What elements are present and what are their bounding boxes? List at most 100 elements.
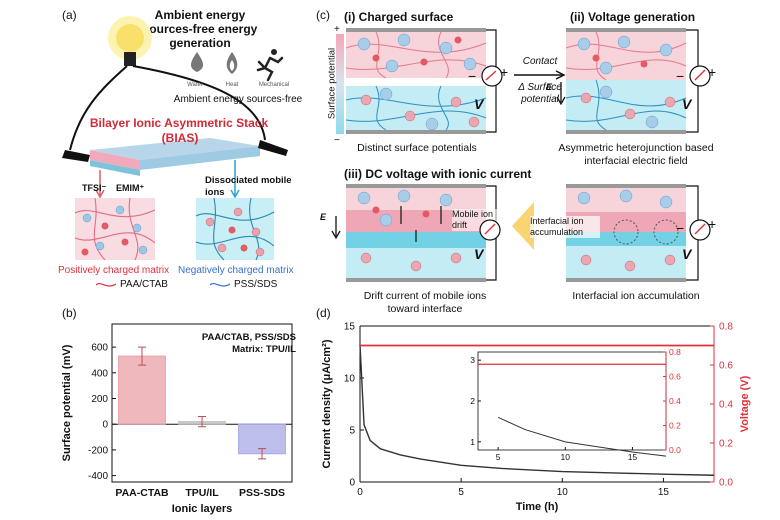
inset-y2-tick-label: 0.0	[669, 445, 681, 455]
caption-i: Distinct surface potentials	[357, 142, 477, 154]
inset-x-tick-label: 5	[496, 452, 501, 462]
inset-current-line	[497, 416, 667, 457]
y-axis-label: Surface potential (mV)	[61, 344, 73, 461]
bar-minus: −	[334, 135, 340, 146]
bias-title: Bilayer Ionic Asymmetric Stack	[89, 116, 269, 130]
stack-top	[90, 138, 260, 160]
meter-iii-v: V	[474, 246, 484, 262]
inset-y2-tick-label: 0.2	[669, 421, 681, 431]
contact-arrow	[514, 70, 566, 80]
y2-tick-label: 0.6	[719, 361, 733, 372]
efield-iii-arrow	[331, 216, 341, 240]
meter-i-plus: +	[500, 64, 509, 80]
efield-ii-arrow	[556, 82, 566, 106]
inset-frame	[477, 351, 667, 451]
x-tick-label: TPU/IL	[185, 487, 219, 499]
panel-d-label: (d)	[316, 306, 331, 320]
panel-c-label: (c)	[316, 8, 330, 22]
stack-pink-side	[90, 150, 140, 170]
efield-ii-label: E	[546, 82, 553, 92]
y-tick-label: 200	[91, 394, 108, 405]
x-tick-label: 0	[357, 487, 363, 498]
efield-iii-label: E	[320, 212, 327, 222]
stack-blue-layer	[90, 160, 140, 176]
y-tick-label: -400	[88, 471, 108, 482]
y-tick-label: 600	[91, 343, 108, 354]
panel-a-label: (a)	[62, 8, 77, 22]
stack-blue-side	[140, 146, 260, 170]
title-iii: (iii) DC voltage with ionic current	[344, 167, 532, 181]
y-tick-label: 400	[91, 368, 108, 379]
inset-y2-tick-label: 0.4	[669, 396, 681, 406]
title-i: (i) Charged surface	[344, 10, 454, 24]
inset-y-tick-label: 3	[470, 355, 475, 365]
voltmeter-i-icon	[481, 65, 503, 87]
scene-ii	[566, 28, 699, 134]
y2-tick-label: 0.4	[719, 400, 733, 411]
scene-iv	[566, 184, 699, 282]
y-tick-label: 15	[344, 322, 356, 333]
neg-legend-label: PSS/SDS	[234, 279, 278, 290]
panel-b-note2: Matrix: TPU/IL	[232, 344, 296, 355]
positive-matrix-box	[75, 198, 155, 260]
panel-b-label: (b)	[62, 306, 77, 320]
y2-tick-label: 0.8	[719, 322, 733, 333]
x-tick-label: 15	[658, 487, 670, 498]
voltmeter-iv-icon	[689, 219, 711, 241]
negative-matrix-label: Negatively charged matrix	[178, 265, 294, 276]
ion-emim-label: EMIM⁺	[116, 183, 145, 193]
surface-potential-label: Surface potential	[326, 47, 338, 120]
y-tick-label: -200	[88, 445, 108, 456]
dissociated-label: Dissociated mobile ions	[205, 175, 292, 198]
y-axis-label: Current density (μA/cm²)	[321, 339, 333, 468]
y-tick-label: 5	[349, 426, 355, 437]
icon-label-mechanical: Mechanical	[258, 82, 290, 88]
voltmeter-iii-icon	[479, 219, 501, 241]
y-tick-label: 0	[349, 478, 355, 489]
lamp-glow-icon	[512, 202, 534, 250]
meter-ii-minus: −	[676, 68, 685, 84]
delta-sp-label: Δ Surface potential	[518, 82, 562, 105]
water-drop-icon	[190, 52, 204, 72]
y-tick-label: 10	[344, 374, 356, 385]
caption-ii: Asymmetric heterojunction based interfac…	[558, 142, 714, 167]
x-tick-label: PAA-CTAB	[115, 487, 169, 499]
x-tick-label: 5	[458, 487, 464, 498]
panel-a-title: Ambient energy sources-free energy gener…	[142, 8, 258, 50]
meter-i-minus: −	[468, 68, 477, 84]
voltmeter-ii-icon	[689, 65, 711, 87]
y2-tick-label: 0.0	[719, 478, 733, 489]
panel-b-notes: PAA/CTAB, PSS/SDS Matrix: TPU/IL	[186, 332, 296, 356]
caption-iv: Interfacial ion accumulation	[572, 290, 700, 302]
icon-label-heat: Heat	[225, 82, 239, 88]
inset-x-tick-label: 15	[628, 452, 638, 462]
positive-matrix-label: Positively charged matrix	[58, 265, 170, 276]
meter-i-v: V	[474, 96, 484, 112]
bias-abbr: (BIAS)	[161, 131, 199, 145]
wire-left	[69, 65, 128, 151]
meter-iv-plus: +	[708, 216, 717, 232]
right-clip-icon	[258, 140, 288, 156]
ion-tfsi-label: TFSI⁻	[82, 183, 107, 193]
inset-y2-tick-label: 0.8	[669, 347, 681, 357]
surface-potential-bar	[336, 34, 344, 134]
wire-right	[132, 65, 266, 141]
inset-y-tick-label: 1	[470, 437, 475, 447]
caption-iii: Drift current of mobile ions toward inte…	[363, 290, 487, 315]
plot-frame	[111, 323, 293, 483]
y-tick-label: 0	[102, 420, 108, 431]
x-tick-label: PSS-SDS	[239, 487, 285, 499]
negative-matrix-box	[196, 198, 274, 260]
pos-legend-swatch	[96, 282, 116, 287]
scene-i	[346, 28, 497, 134]
title-ii: (ii) Voltage generation	[570, 10, 696, 24]
light-bulb-icon	[116, 24, 144, 52]
x-axis-label: Ionic layers	[172, 503, 233, 515]
left-clip-icon	[62, 150, 90, 162]
bar-plus: +	[334, 24, 340, 35]
meter-iv-v: V	[682, 246, 692, 262]
y2-tick-label: 0.2	[719, 439, 733, 450]
x-tick-label: 10	[557, 487, 569, 498]
bulb-socket	[124, 52, 136, 66]
